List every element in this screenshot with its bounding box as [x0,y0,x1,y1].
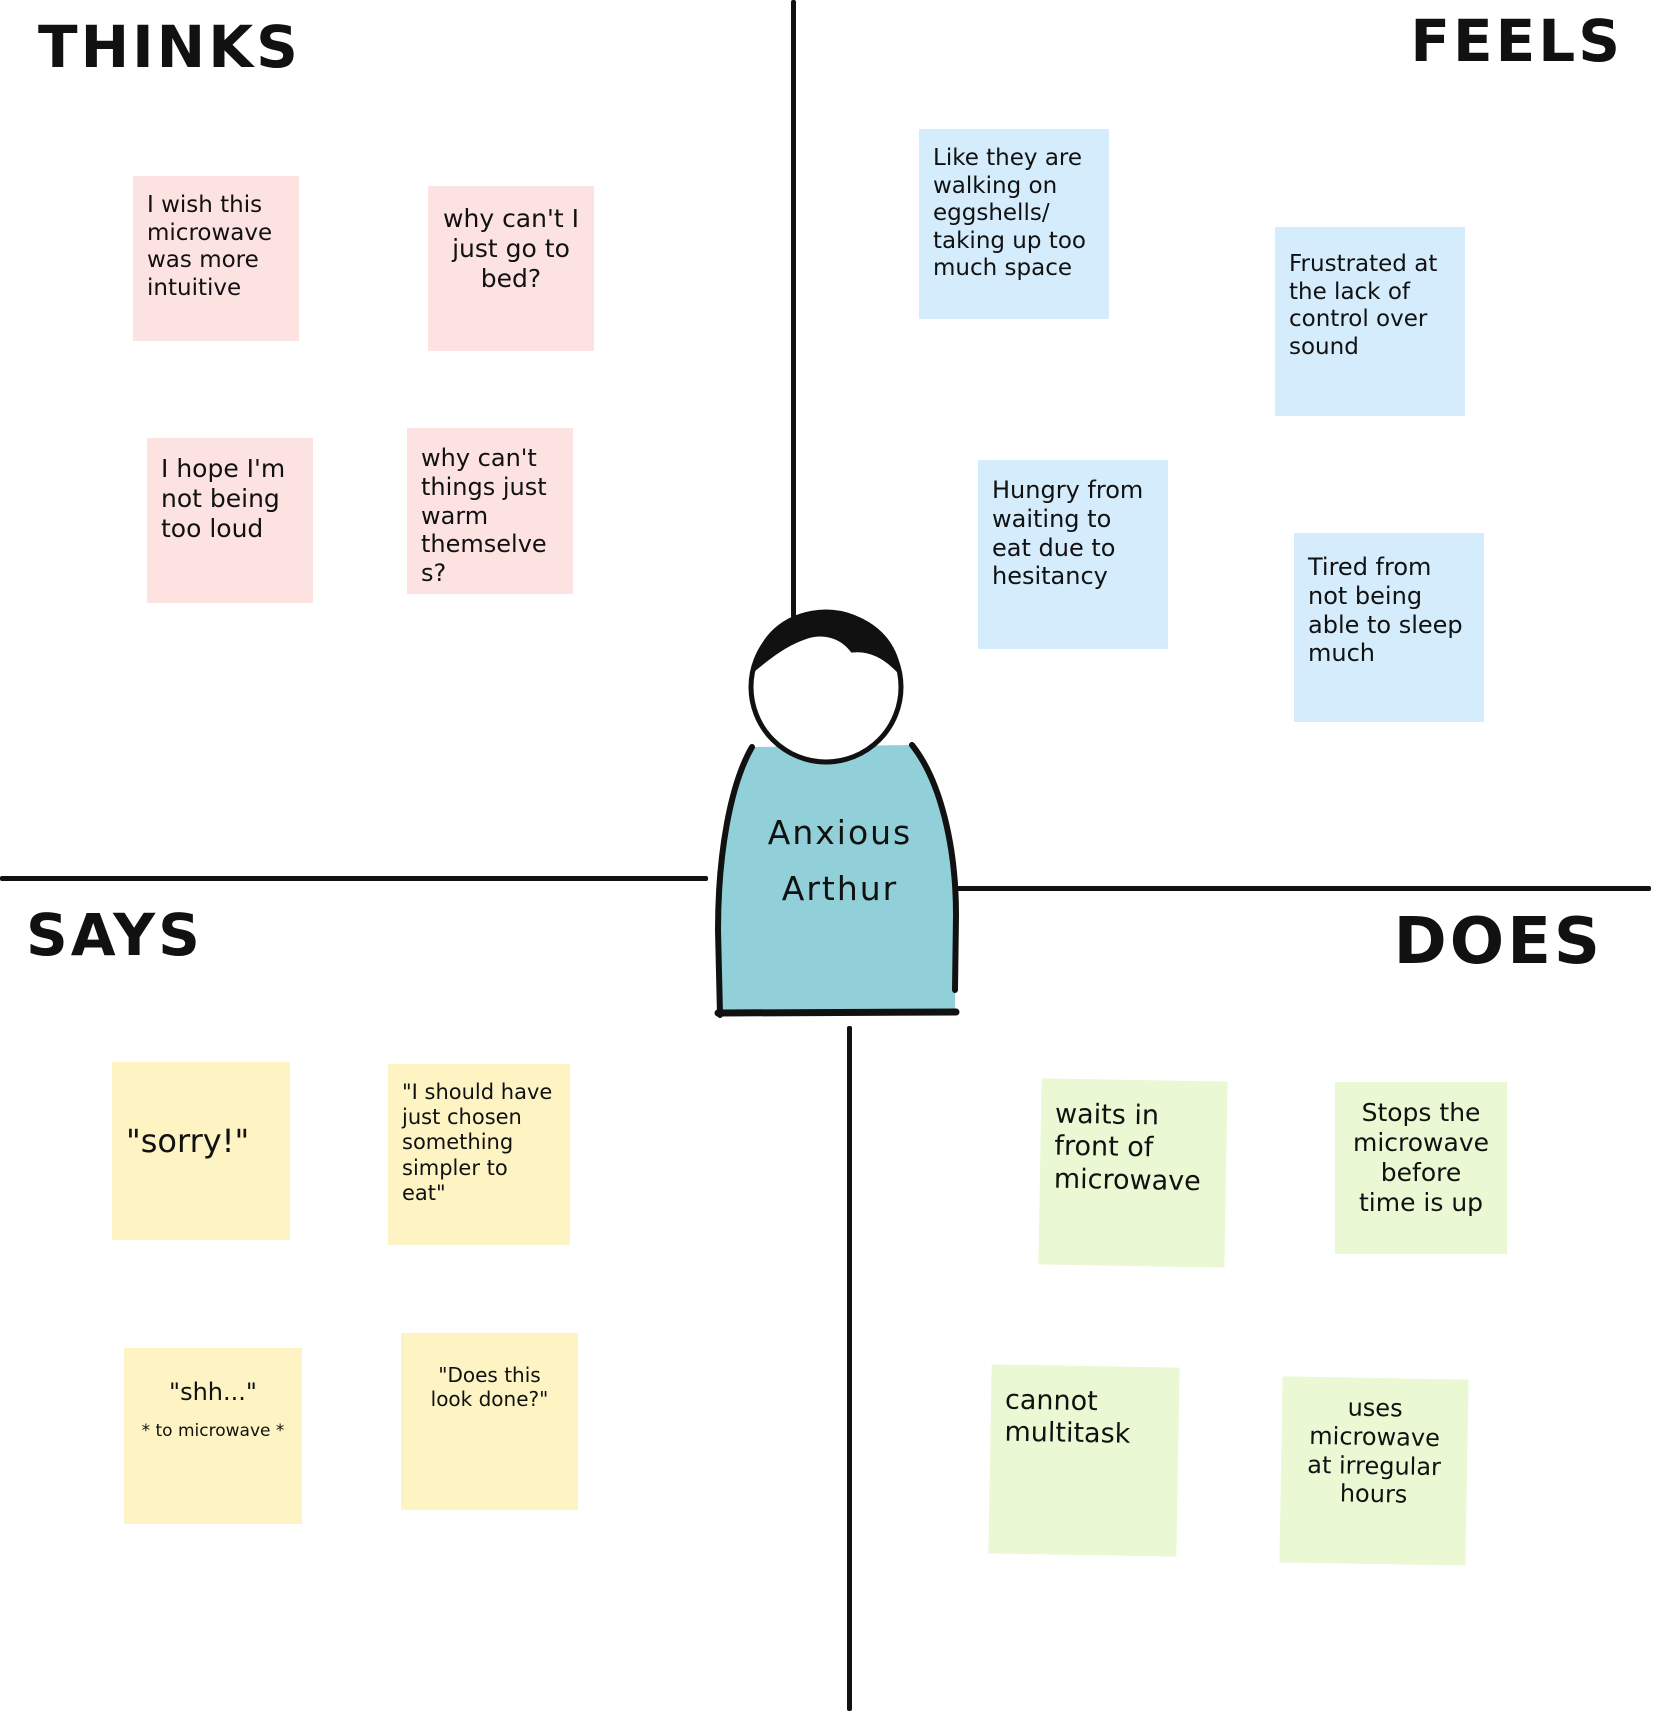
thinks-note: I hope I'm not being too loud [147,438,313,603]
does-note: cannot multitask [988,1364,1180,1557]
vertical-divider-top [791,0,796,618]
says-note-shh: "shh..." * to microwave * [124,1348,302,1524]
feels-label: FEELS [1410,7,1623,75]
vertical-divider-bottom [847,1026,852,1711]
horizontal-divider-right [951,886,1651,891]
thinks-note: why can't things just warm themselves? [407,428,573,594]
feels-note: Frustrated at the lack of control over s… [1275,227,1465,416]
does-note: Stops the microwave before time is up [1335,1082,1507,1254]
thinks-note: why can't I just go to bed? [428,186,594,351]
says-note: "Does this look done?" [401,1333,578,1510]
persona-left-arm-outline [714,744,755,1018]
persona-name-line2: Arthur [781,869,899,908]
persona-hair [751,610,903,678]
says-label: SAYS [26,901,203,969]
says-note-text: "shh..." [169,1378,257,1406]
feels-note: Tired from not being able to sleep much [1294,533,1484,722]
persona-right-arm-outline [909,742,960,993]
does-label: DOES [1393,905,1603,979]
horizontal-divider-left [0,876,708,881]
thinks-label: THINKS [38,13,301,81]
says-note-aside: * to microwave * [141,1420,285,1441]
says-note: "I should have just chosen something sim… [388,1064,570,1245]
says-note: "sorry!" [112,1062,290,1240]
does-note: uses microwave at irregular hours [1279,1376,1469,1566]
thinks-note: I wish this microwave was more intuitive [133,176,299,341]
feels-note: Like they are walking on eggshells/ taki… [919,129,1109,319]
persona-name-line1: Anxious [767,813,913,852]
persona-waist-outline [714,1008,960,1017]
persona-figure: Anxious Arthur [700,595,970,1035]
persona-shirt [718,745,956,1015]
persona-drawing [714,609,960,1018]
does-note: waits in front of microwave [1038,1078,1228,1268]
feels-note: Hungry from waiting to eat due to hesita… [978,460,1168,649]
